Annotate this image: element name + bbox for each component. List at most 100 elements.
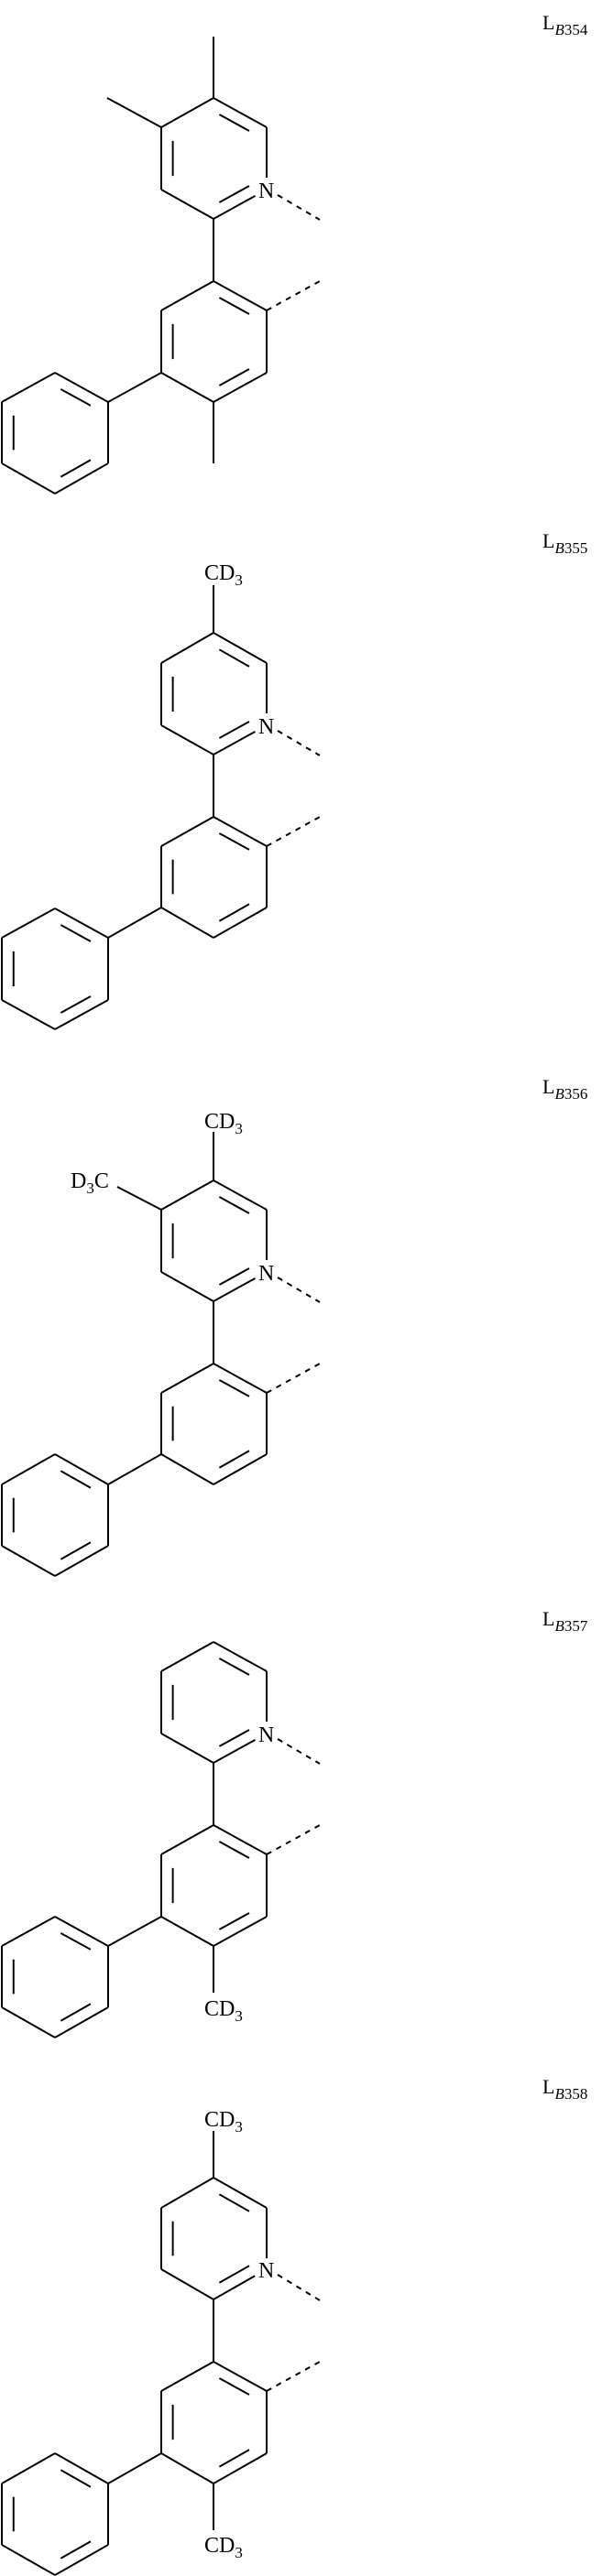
double-bond-inner: [218, 2193, 250, 2212]
nitrogen-atom-label: N: [258, 179, 274, 203]
phenyl-ring: [1, 1916, 109, 2038]
compound-label: LB358: [542, 2075, 587, 2103]
bond: [1, 1545, 56, 1577]
bond: [54, 1453, 109, 1485]
bond: [160, 816, 214, 847]
bond: [1, 2006, 56, 2038]
bond: [1, 999, 56, 1030]
bond: [160, 189, 214, 220]
phenyl-bond: [107, 2452, 162, 2484]
double-bond-inner: [218, 1450, 250, 1469]
cd3-group-label: CD3: [204, 561, 243, 589]
bond: [1, 462, 56, 495]
central-phenylene-ring: [160, 816, 268, 939]
central-phenylene-ring: [160, 2361, 268, 2484]
compound-lb357: N CD3 LB357: [1, 1607, 588, 2038]
bond: [54, 2452, 109, 2484]
cd3-group-label: CD3: [204, 2534, 243, 2561]
bond: [213, 1277, 257, 1302]
double-bond-inner: [218, 185, 250, 203]
bond: [160, 2177, 214, 2209]
double-bond-inner: [218, 1379, 250, 1397]
bond: [160, 97, 214, 128]
double-bond-inner: [218, 1267, 250, 1286]
compound-label: LB357: [542, 1607, 588, 1635]
compound-lb355: N CD3 LB355: [1, 529, 587, 1030]
compound-label: LB355: [542, 529, 587, 557]
double-bond-inner: [218, 721, 250, 739]
double-bond-inner: [218, 114, 250, 132]
n-metal-coordination-bond: [277, 730, 321, 756]
phenyl-ring: [1, 1453, 109, 1577]
double-bond-inner: [218, 368, 250, 386]
bond: [213, 1179, 268, 1211]
bond: [1, 2544, 56, 2576]
bond: [213, 816, 268, 847]
c-metal-bond: [266, 1824, 321, 1855]
double-bond-inner: [218, 832, 250, 851]
d3c-group-label: D3C: [71, 1169, 109, 1197]
double-bond-inner: [60, 2469, 92, 2488]
nitrogen-atom-label: N: [258, 715, 274, 739]
bond: [160, 1453, 214, 1485]
double-bond-inner: [218, 1658, 250, 1676]
double-bond-inner: [60, 2540, 92, 2560]
phenyl-bond: [107, 1453, 162, 1485]
bond: [213, 1453, 268, 1485]
nitrogen-atom-label: N: [258, 2259, 274, 2283]
bond: [160, 2361, 214, 2392]
double-bond-inner: [218, 297, 250, 315]
bond: [54, 2006, 109, 2038]
bond: [54, 372, 109, 403]
bond: [213, 1916, 268, 1947]
bond: [213, 2361, 268, 2392]
cd3-group-label: CD3: [204, 1997, 243, 2025]
double-bond-inner: [60, 1470, 92, 1489]
methyl-bond: [106, 97, 162, 128]
double-bond-inner: [60, 1541, 92, 1560]
pyridine-ring: N: [160, 1179, 274, 1302]
double-bond-inner: [218, 1196, 250, 1214]
bond: [213, 731, 257, 755]
bond: [213, 1824, 268, 1855]
bond: [54, 1545, 109, 1577]
bond: [160, 280, 214, 311]
double-bond-inner: [218, 2265, 250, 2284]
bond: [213, 97, 268, 128]
nitrogen-atom-label: N: [258, 1723, 274, 1747]
bond: [160, 1179, 214, 1211]
bond: [54, 462, 109, 495]
double-bond-inner: [218, 648, 250, 668]
bond: [1, 2452, 56, 2484]
pyridine-ring: N: [160, 2177, 274, 2300]
double-bond-inner: [218, 1841, 250, 1859]
double-bond-inner: [60, 924, 92, 942]
bond: [160, 724, 214, 755]
phenyl-bond: [107, 907, 162, 939]
double-bond-inner: [60, 1932, 92, 1951]
c-metal-bond: [266, 280, 321, 311]
cd3-bond: [116, 1186, 162, 1211]
bond: [160, 2268, 214, 2300]
c-metal-bond: [266, 2361, 321, 2392]
pyridine-ring: N: [160, 632, 274, 755]
phenyl-ring: [1, 2452, 109, 2576]
c-metal-bond: [266, 816, 321, 847]
bond: [213, 372, 268, 403]
bond: [1, 1453, 56, 1485]
double-bond-inner: [60, 2003, 92, 2022]
cd3-group-label: CD3: [204, 1110, 243, 1137]
bond: [1, 372, 56, 403]
bond: [1, 908, 56, 939]
bond: [160, 632, 214, 664]
double-bond-inner: [60, 459, 92, 478]
bond: [1, 1916, 56, 1947]
phenyl-bond: [107, 1916, 162, 1947]
bond: [160, 1271, 214, 1302]
bond: [54, 999, 109, 1030]
bond: [160, 1916, 214, 1947]
bond: [213, 280, 268, 311]
central-phenylene-ring: [160, 280, 268, 403]
